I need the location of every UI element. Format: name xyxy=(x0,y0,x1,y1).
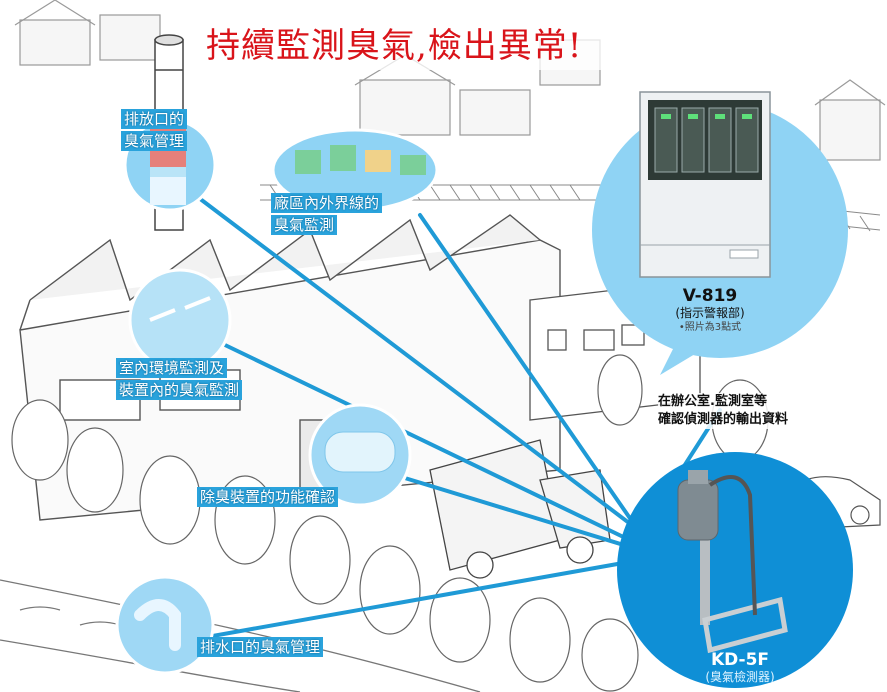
label-exhaust-line2: 臭氣管理 xyxy=(121,131,188,151)
label-deodorizer: 除臭裝置的功能確認 xyxy=(197,487,339,507)
page-title: 持續監測臭氣,檢出異常! xyxy=(206,22,676,70)
office-note: 在辦公室.監測室等 確認偵測器的輸出資料 xyxy=(658,393,886,429)
kd5f-model: KD-5F xyxy=(710,650,770,670)
v819-caption: V-819 (指示警報部) •照片為3點式 xyxy=(645,286,775,334)
kd5f-detector xyxy=(677,470,788,654)
label-indoor-line1: 室內環境監測及 xyxy=(116,358,228,378)
label-perimeter-line2: 臭氣監測 xyxy=(271,215,338,235)
v819-subtitle: (指示警報部) xyxy=(675,306,745,320)
kd5f-subtitle: (臭氣檢測器) xyxy=(705,670,775,684)
label-drain: 排水口的臭氣管理 xyxy=(197,637,324,657)
office-note-line2: 確認偵測器的輸出資料 xyxy=(658,412,789,427)
v819-note: •照片為3點式 xyxy=(678,322,742,333)
bubble-indoor xyxy=(128,268,232,372)
v819-model: V-819 xyxy=(682,286,738,306)
label-indoor-line2: 裝置內的臭氣監測 xyxy=(116,380,243,400)
label-exhaust-line1: 排放口的 xyxy=(121,109,188,129)
kd5f-caption: KD-5F (臭氣檢測器) xyxy=(675,650,805,685)
bubble-drain xyxy=(115,575,215,675)
bubble-detector xyxy=(617,452,853,688)
office-note-line1: 在辦公室.監測室等 xyxy=(658,394,767,409)
label-perimeter-line1: 廠區內外界線的 xyxy=(271,193,383,213)
connection-lines xyxy=(188,193,722,642)
bubble-deodorizer xyxy=(308,403,412,507)
v819-indicator-cabinet xyxy=(639,91,771,278)
